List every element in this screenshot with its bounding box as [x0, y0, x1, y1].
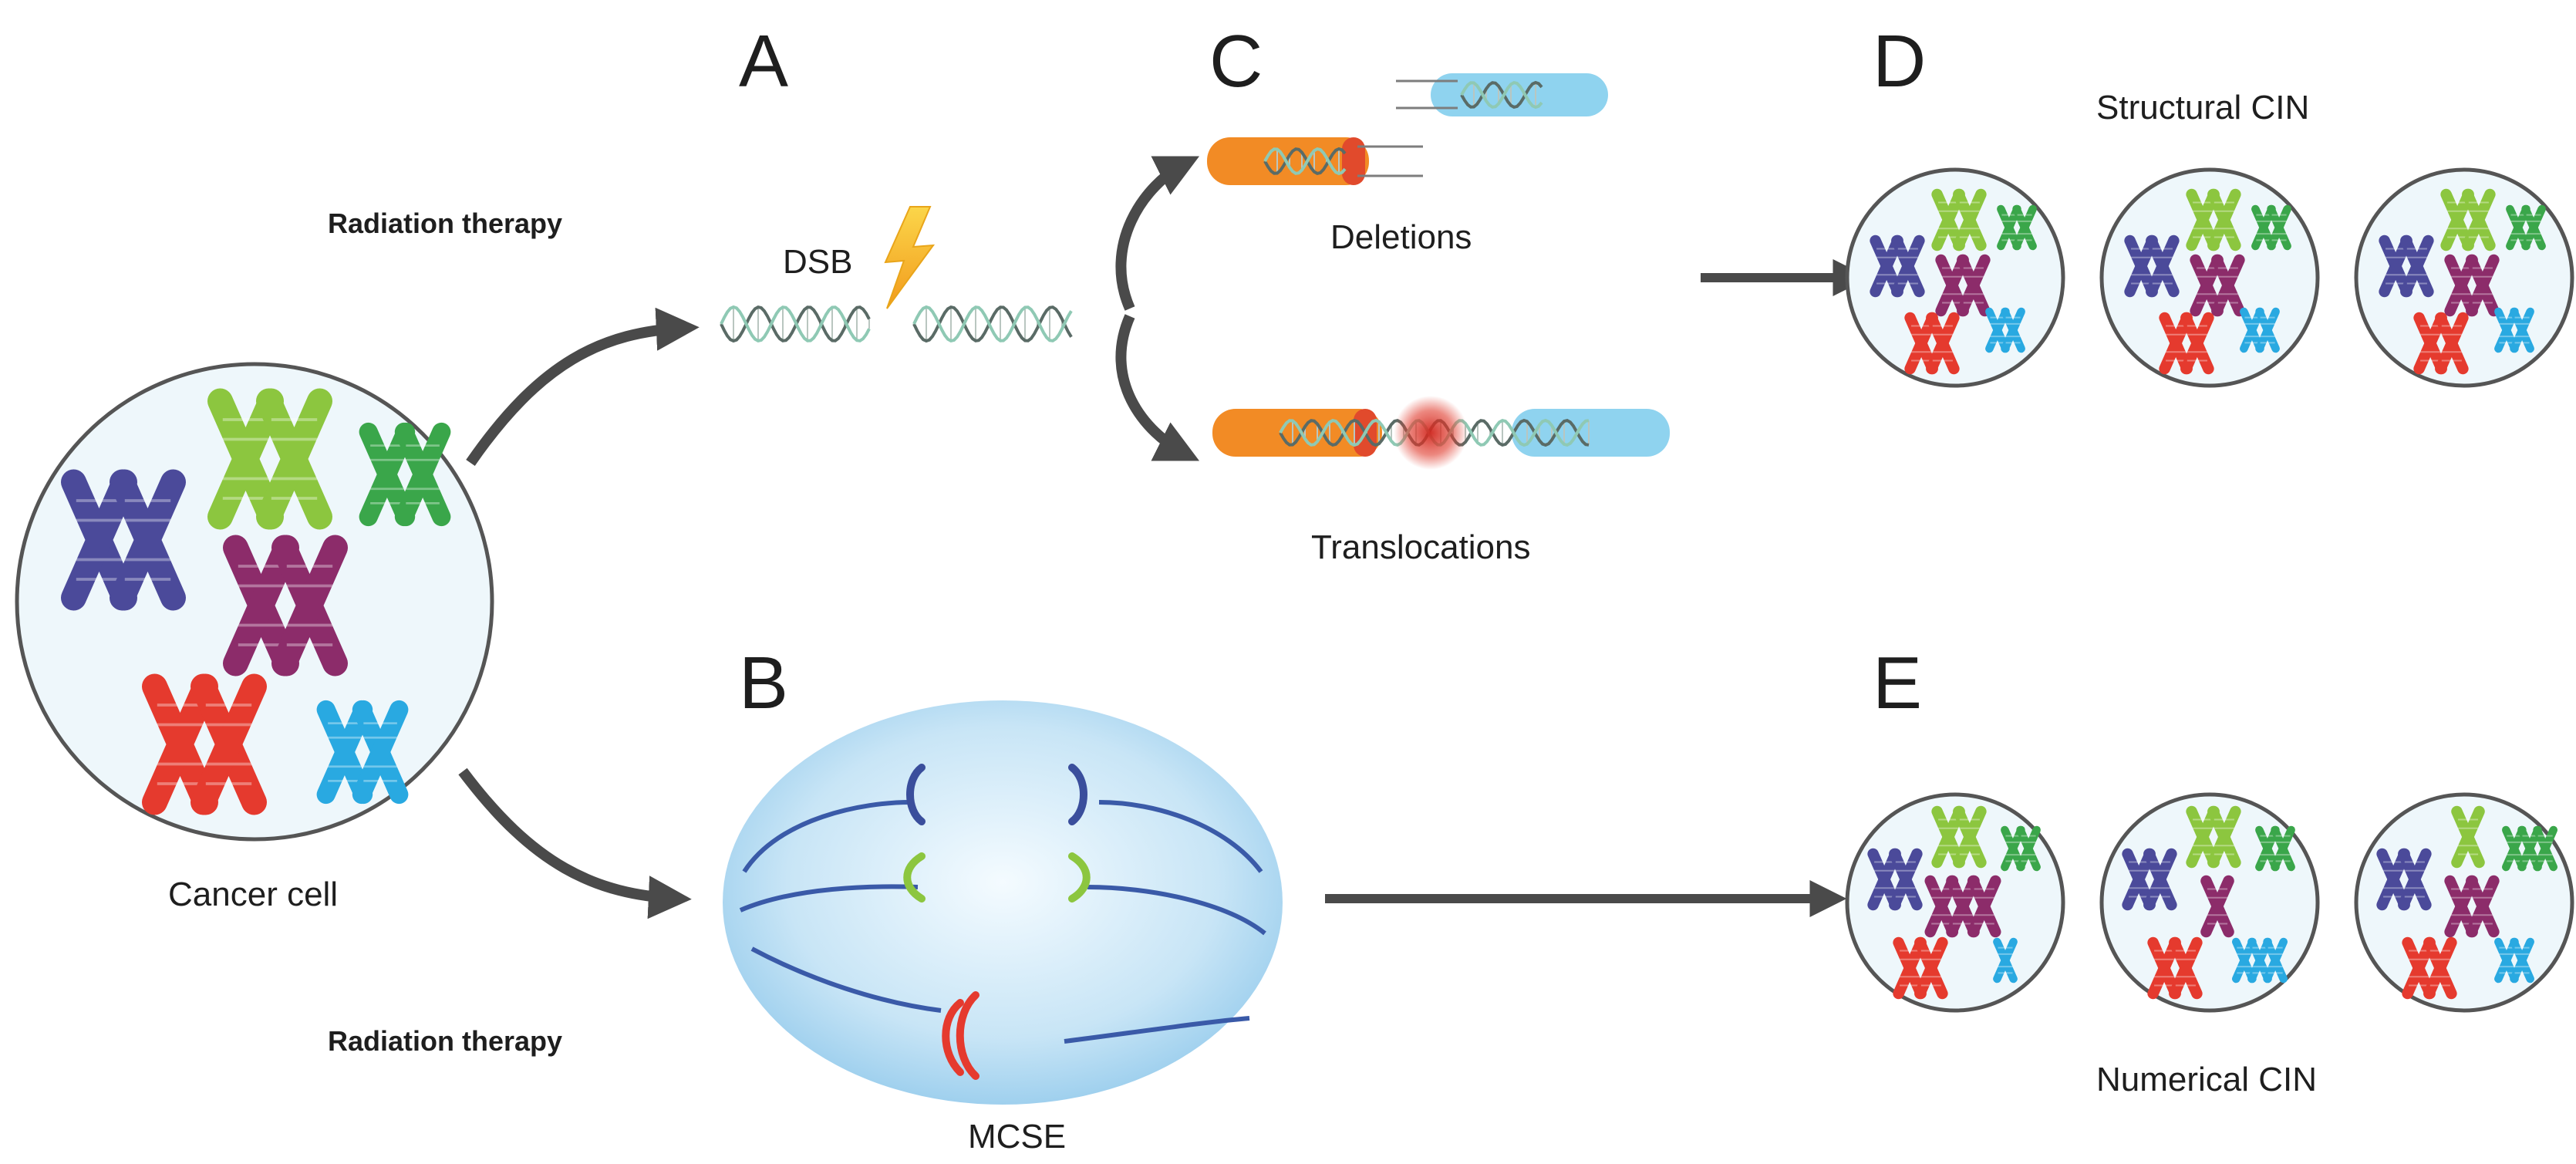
dna-helix-icon — [720, 305, 1073, 343]
chromosome-dark-green — [2267, 204, 2291, 251]
chromosome-dark-green — [2521, 204, 2546, 251]
panel-label-e: E — [1873, 642, 1923, 724]
dna-helix-strand — [1263, 147, 1347, 176]
chromosome-red — [1914, 936, 1948, 1000]
chromosome-purple — [2143, 848, 2177, 911]
chromosome-cyan — [2510, 307, 2534, 353]
translocations-label: Translocations — [1311, 528, 1531, 566]
chromosome-light-green — [2451, 805, 2485, 869]
chromosome-red — [2180, 312, 2214, 375]
chromosome-dark-green — [2012, 204, 2037, 251]
translocation-diagram — [1212, 396, 1670, 470]
chromosome-red — [1926, 312, 1960, 375]
ladder-end-bottom — [1357, 145, 1423, 177]
arrow-to-mcse — [458, 768, 692, 919]
cancer-cell — [15, 362, 494, 842]
chromosome-cyan — [2510, 937, 2534, 983]
chromosome-dark-green — [2016, 825, 2041, 872]
chromosome-light-green — [2207, 188, 2241, 251]
dsb-panel — [720, 206, 1073, 343]
arrow-to-dsb — [466, 307, 700, 466]
cancer-cell-chromosomes — [61, 388, 451, 815]
chromosome-purple — [2146, 234, 2180, 298]
blue-chromosome-fragment — [1431, 73, 1608, 116]
chromosome-light-green — [2207, 805, 2241, 869]
radiation-therapy-label-top: Radiation therapy — [328, 207, 563, 239]
ladder-end-top — [1396, 79, 1458, 110]
arrow-to-translocations — [1115, 314, 1200, 461]
mcse-label: MCSE — [968, 1118, 1067, 1156]
panel-label-b: B — [739, 642, 789, 724]
dna-helix-icon — [1460, 80, 1543, 110]
chromosome-magenta — [2211, 254, 2245, 317]
chromosome-red — [191, 673, 267, 815]
chromosome-light-green — [1953, 805, 1987, 869]
dna-helix-strand — [912, 305, 1073, 343]
numerical-cin-label: Numerical CIN — [2096, 1061, 2318, 1098]
chromosome-dark-green — [2271, 825, 2295, 872]
panel-label-d: D — [1873, 20, 1927, 103]
chromosome-light-green — [1953, 188, 1987, 251]
chromosome-cyan — [352, 700, 409, 805]
chromosome-purple — [1889, 848, 1923, 911]
numerical-cin-cells — [1845, 792, 2574, 1013]
orange-arm — [1212, 409, 1382, 457]
chromosome-magenta — [2466, 875, 2500, 938]
chromosome-cyan — [1993, 937, 2018, 983]
deletions-label: Deletions — [1330, 218, 1472, 256]
chromosome-purple — [2398, 848, 2432, 911]
chromosome-purple — [110, 469, 186, 611]
orange-chromosome-fragment — [1207, 137, 1369, 185]
panel-label-a: A — [739, 20, 789, 103]
chromosome-light-green — [2462, 188, 2496, 251]
chromosome-red — [2169, 936, 2203, 1000]
chromosome-magenta — [2200, 875, 2234, 938]
chromosome-light-green — [256, 388, 332, 530]
chromosome-cyan — [2001, 307, 2025, 353]
blue-arm — [1512, 409, 1670, 457]
chromosome-magenta — [271, 535, 348, 676]
structural-cin-label: Structural CIN — [2096, 89, 2310, 127]
cancer-cell-label: Cancer cell — [168, 876, 339, 913]
dna-helix-strand — [1460, 80, 1543, 110]
chromosome-dark-green — [2533, 825, 2557, 872]
chromosome-purple — [2400, 234, 2434, 298]
chromosome-red — [2423, 936, 2457, 1000]
mitotic-spindle — [723, 700, 1283, 1105]
arrow-to-deletions — [1115, 156, 1200, 311]
chromosome-magenta — [1957, 254, 1991, 317]
chromosome-cyan — [2255, 307, 2280, 353]
chromosome-dark-green — [394, 422, 451, 527]
chromosome-red — [2435, 312, 2469, 375]
radiation-therapy-label-bottom: Radiation therapy — [328, 1025, 563, 1057]
lightning-bolt-icon — [884, 206, 936, 309]
chromosome-magenta — [1967, 875, 2001, 938]
panel-label-c: C — [1209, 20, 1263, 103]
chromosome-magenta — [2466, 254, 2500, 317]
dna-helix-strand — [720, 305, 871, 343]
chromosome-cyan — [2263, 937, 2288, 983]
chromosome-purple — [1891, 234, 1925, 298]
deletion-diagram — [1207, 73, 1608, 185]
arrows — [458, 156, 1870, 919]
dsb-label: DSB — [783, 243, 853, 281]
dna-helix-icon — [1263, 147, 1347, 176]
structural-cin-cells — [1845, 167, 2574, 388]
junction-glow — [1394, 396, 1468, 470]
